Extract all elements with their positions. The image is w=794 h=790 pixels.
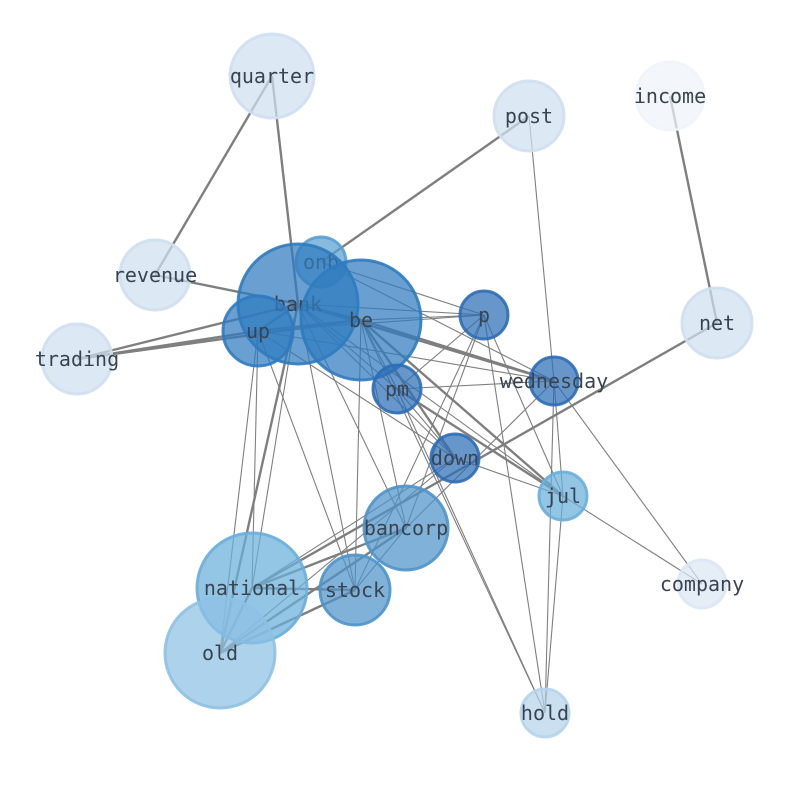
node-label-income: income — [634, 84, 706, 108]
node-label-old: old — [202, 641, 238, 665]
node-bancorp: bancorp — [362, 484, 450, 572]
node-label-post: post — [505, 104, 553, 128]
node-circle-hold — [519, 687, 571, 739]
edge-pm-jul — [396, 387, 564, 498]
node-company: company — [660, 558, 744, 610]
node-label-be: be — [349, 308, 373, 332]
edge-p-jul — [483, 314, 564, 497]
node-label-wednesday: wednesday — [500, 369, 608, 393]
node-circle-wednesday — [528, 355, 580, 407]
node-label-hold: hold — [521, 701, 569, 725]
edge-p-hold — [483, 314, 546, 714]
node-wednesday: wednesday — [500, 355, 608, 407]
node-circle-revenue — [118, 238, 192, 312]
node-stock: stock — [318, 553, 392, 627]
node-label-trading: trading — [35, 347, 119, 371]
node-circle-company — [676, 558, 728, 610]
node-label-p: p — [478, 303, 490, 327]
node-circle-quarter — [228, 32, 316, 120]
node-label-national: national — [204, 576, 300, 600]
edge-post-onb — [320, 115, 530, 263]
edge-income-net — [668, 95, 719, 324]
edge-post-wednesday — [528, 115, 555, 382]
node-label-down: down — [431, 446, 479, 470]
node-circle-stock — [318, 553, 392, 627]
node-p: p — [458, 289, 510, 341]
node-circle-trading — [40, 322, 114, 396]
node-circle-up — [221, 294, 295, 368]
edge-wednesday-pm — [396, 380, 555, 390]
node-income: income — [634, 60, 706, 132]
node-layer: quarterpostincomerevenueonbbankbepnettra… — [35, 32, 754, 739]
node-hold: hold — [519, 687, 571, 739]
node-net: net — [680, 286, 754, 360]
node-be: be — [299, 258, 423, 382]
node-label-pm: pm — [385, 377, 409, 401]
node-circle-income — [634, 60, 706, 132]
node-circle-jul — [537, 470, 589, 522]
edge-jul-company — [562, 495, 703, 585]
node-up: up — [221, 294, 295, 368]
node-circle-old — [163, 596, 277, 710]
node-post: post — [492, 79, 566, 153]
node-revenue: revenue — [113, 238, 197, 312]
node-label-up: up — [246, 319, 270, 343]
node-jul: jul — [537, 470, 589, 522]
node-label-bancorp: bancorp — [364, 516, 448, 540]
node-old: old — [163, 596, 277, 710]
node-trading: trading — [35, 322, 119, 396]
node-label-jul: jul — [545, 484, 581, 508]
node-circle-post — [492, 79, 566, 153]
edge-jul-hold — [544, 495, 564, 714]
edge-wednesday-hold — [544, 380, 555, 714]
node-down: down — [429, 432, 481, 484]
node-circle-pm — [371, 363, 423, 415]
node-circle-down — [429, 432, 481, 484]
node-circle-bancorp — [362, 484, 450, 572]
node-label-company: company — [660, 572, 744, 596]
edge-up-stock — [257, 330, 356, 591]
node-circle-p — [458, 289, 510, 341]
node-pm: pm — [371, 363, 423, 415]
edge-wednesday-company — [553, 380, 703, 585]
edge-net-national — [251, 321, 718, 590]
node-label-net: net — [699, 311, 735, 335]
node-label-revenue: revenue — [113, 263, 197, 287]
node-circle-be — [299, 258, 423, 382]
node-label-quarter: quarter — [230, 64, 314, 88]
node-circle-net — [680, 286, 754, 360]
edge-pm-hold — [396, 388, 546, 714]
node-quarter: quarter — [228, 32, 316, 120]
node-label-stock: stock — [325, 578, 385, 602]
